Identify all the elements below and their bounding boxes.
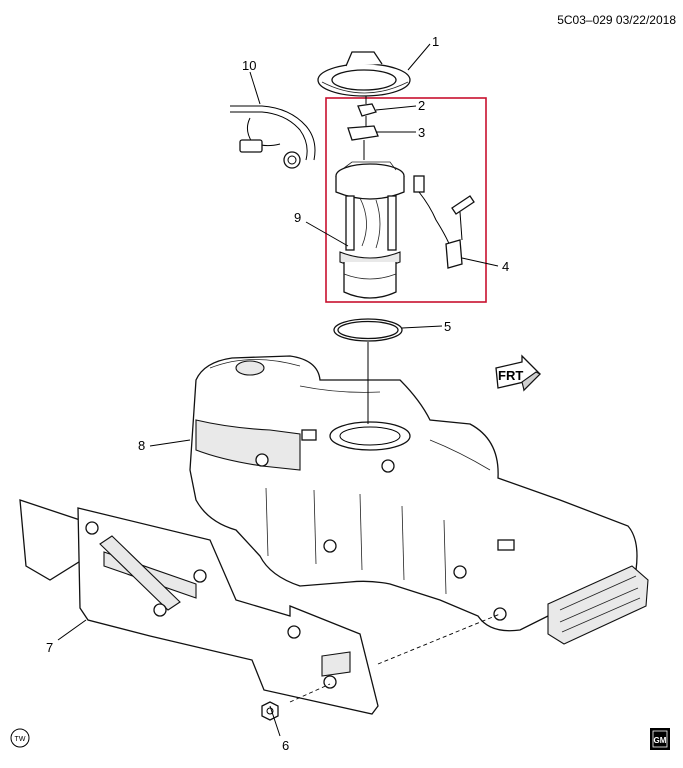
gm-logo: GM [650,728,670,750]
diagram-code: 5C03–029 03/22/2018 [557,13,676,27]
part-5-seal [333,318,403,342]
callout-8: 8 [138,438,145,453]
part-7-heat-shield [19,499,379,715]
assembly-lines [289,96,501,703]
tw-badge-text: TW [15,736,26,743]
part-1-lock-ring [317,51,411,97]
module-highlight-box [325,97,487,303]
frt-direction-arrow: FRT [495,354,541,392]
frt-label: FRT [498,368,523,383]
callout-6: 6 [282,738,289,753]
callout-7: 7 [46,640,53,655]
part-8-fuel-tank [189,355,649,645]
part-2-cap [357,103,377,126]
callout-labels: 1 2 3 4 5 6 7 8 9 10 [46,34,509,753]
callout-2: 2 [418,98,425,113]
callout-10: 10 [242,58,256,73]
callout-1: 1 [432,34,439,49]
callout-9: 9 [294,210,301,225]
part-10-wiring-harness [230,105,316,169]
part-9-fuel-pump-module [335,161,405,299]
gm-logo-text: GM [654,736,667,745]
callout-3: 3 [418,125,425,140]
part-3-retainer [347,125,379,160]
callout-5: 5 [444,319,451,334]
callout-leaders [57,43,499,737]
tw-badge: TW [10,728,30,748]
part-6-nut [261,701,279,721]
part-4-fuel-level-sensor [413,175,475,269]
callout-4: 4 [502,259,509,274]
